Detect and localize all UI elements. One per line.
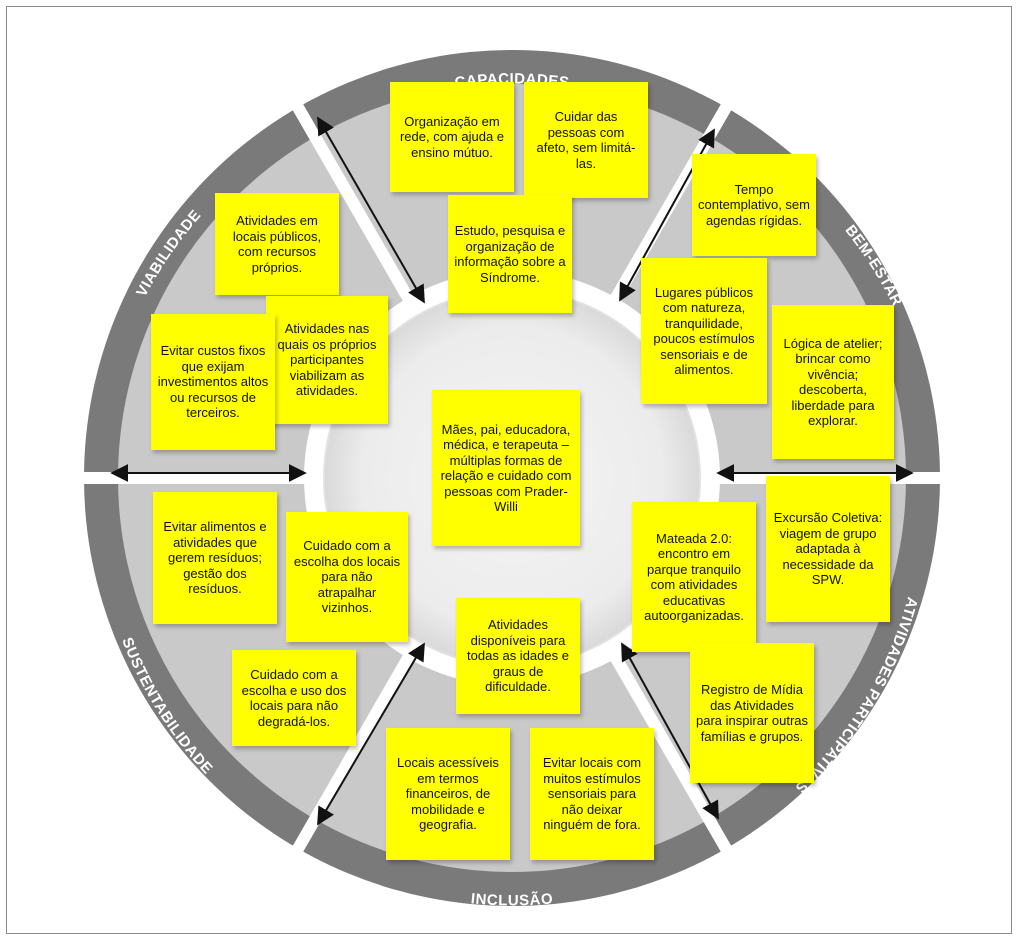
note-capacidades-1: Organização em rede, com ajuda e ensino … (390, 82, 514, 192)
arrow-lower-left (317, 642, 425, 826)
note-sustentabilidade-2: Cuidado com a escolha dos locais para nã… (286, 512, 408, 642)
arrow-upper-left (317, 116, 425, 304)
note-inclusao-3: Evitar locais com muitos estímulos senso… (530, 728, 654, 860)
note-viabilidade-3: Evitar custos fixos que exijam investime… (151, 314, 275, 450)
note-sustentabilidade-1: Evitar alimentos e atividades que gerem … (153, 492, 277, 624)
note-atividades-participativas-3: Registro de Mídia das Atividades para in… (690, 643, 814, 783)
note-inclusao-1: Atividades disponíveis para todas as ida… (456, 598, 580, 714)
note-bem-estar-1: Tempo contemplativo, sem agendas rígidas… (692, 154, 816, 256)
note-atividades-participativas-2: Mateada 2.0: encontro em parque tranquil… (632, 502, 756, 652)
note-capacidades-2: Cuidar das pessoas com afeto, sem limitá… (524, 82, 648, 198)
arrow-lower-right (621, 642, 719, 820)
note-bem-estar-2: Lugares públicos com natureza, tranquili… (641, 258, 767, 404)
note-capacidades-3: Estudo, pesquisa e organização de inform… (448, 195, 572, 313)
note-atividades-participativas-1: Excursão Coletiva: viagem de grupo adapt… (766, 476, 890, 622)
note-inclusao-2: Locais acessíveis em termos financeiros,… (386, 728, 510, 860)
note-viabilidade-1: Atividades em locais públicos, com recur… (215, 193, 339, 295)
note-bem-estar-3: Lógica de atelier; brincar como vivência… (772, 305, 894, 459)
sector-label-inclusao: INCLUSÃO (470, 890, 554, 909)
center-note: Mães, pai, educadora, médica, e terapeut… (432, 390, 580, 546)
note-viabilidade-2: Atividades nas quais os próprios partici… (266, 296, 388, 424)
note-sustentabilidade-3: Cuidado com a escolha e uso dos locais p… (232, 650, 356, 746)
